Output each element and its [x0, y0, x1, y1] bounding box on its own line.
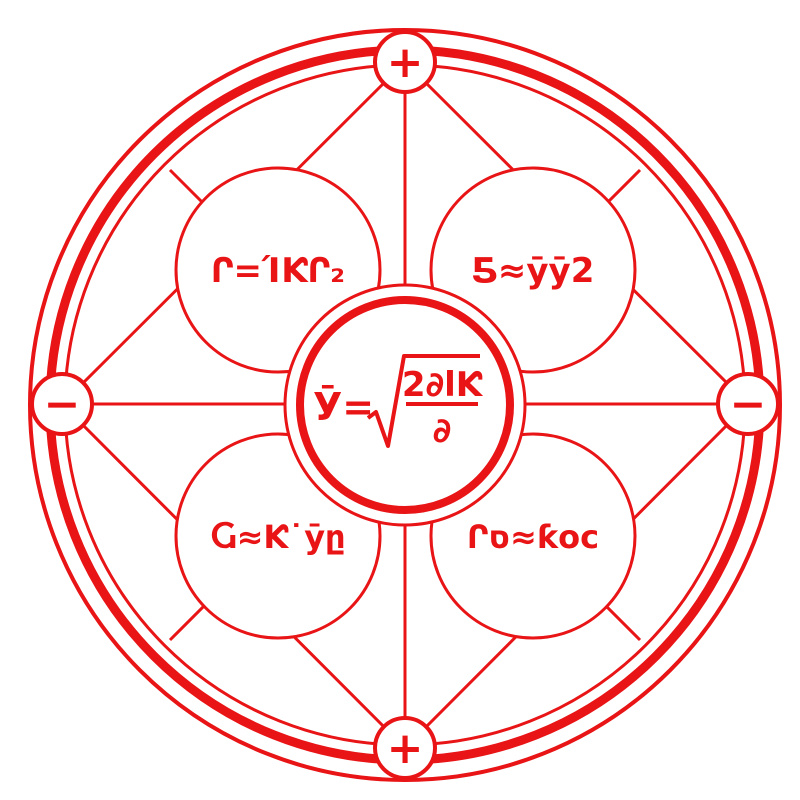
formula-top-right: Ƽ≈ӯӯ2 — [472, 251, 595, 291]
terminal-left: − — [30, 372, 94, 436]
formula-top-left: Ր=ΊƘՐ₂ — [211, 251, 345, 291]
terminal-badges: + + − − — [30, 30, 780, 780]
terminal-top-ring — [373, 30, 437, 94]
terminal-bottom: + — [373, 716, 437, 780]
formula-bottom-right: Րס≈ƙoc — [467, 518, 599, 556]
center-formula-numerator: 2∂lƘ — [402, 365, 484, 405]
center-circle — [283, 283, 527, 527]
center-ring-thick — [296, 296, 514, 514]
minus-icon: − — [44, 379, 81, 430]
radical-sign — [366, 354, 480, 448]
center-formula: Ӯ= 2∂lƘ ∂ — [313, 354, 484, 451]
terminal-left-ring — [30, 372, 94, 436]
terminal-right-ring — [716, 372, 780, 436]
terminal-bottom-ring — [373, 716, 437, 780]
terminal-top: + — [373, 30, 437, 94]
plus-icon: + — [387, 37, 424, 88]
formula-bottom-left: Ⴚ≈Ƙ˙ӯը — [210, 518, 345, 556]
formula-texts: Ր=ΊƘՐ₂ Ƽ≈ӯӯ2 Ⴚ≈Ƙ˙ӯը Րס≈ƙoc — [210, 251, 599, 556]
plus-icon: + — [387, 723, 424, 774]
minus-icon: − — [730, 379, 767, 430]
center-formula-lhs: Ӯ= — [313, 385, 374, 429]
center-formula-denominator: ∂ — [433, 411, 452, 451]
terminal-right: − — [716, 372, 780, 436]
